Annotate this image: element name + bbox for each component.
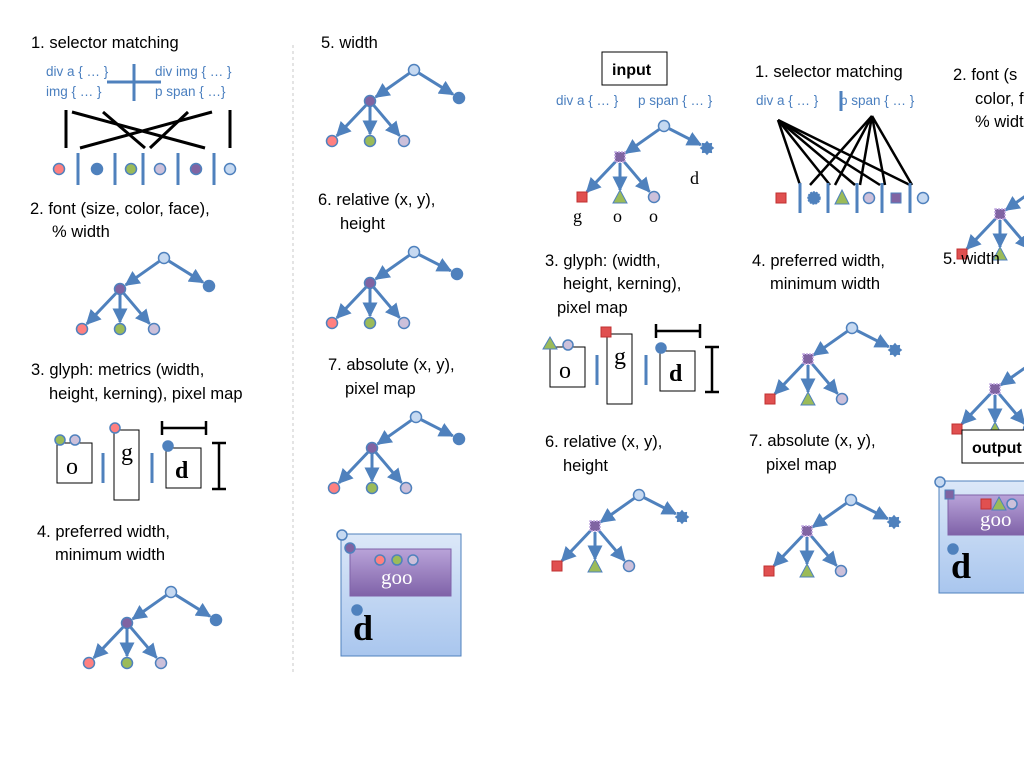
r-leaf-g: g xyxy=(573,206,582,226)
r-render-text: goo xyxy=(980,507,1012,531)
r-step2-label-2: color, f xyxy=(975,90,1024,108)
c1-glyph-o: o xyxy=(66,454,78,480)
r-step7-label-1: 7. absolute (x, y), xyxy=(749,432,876,450)
r-step4-label-2: minimum width xyxy=(770,275,880,293)
c2-render-d: d xyxy=(353,608,373,648)
c1-rule-4: p span { …} xyxy=(155,84,226,99)
c1-tree-2 xyxy=(75,251,216,336)
r-step2-label-1: 2. font (s xyxy=(953,66,1017,84)
c1-glyph-g: g xyxy=(121,440,133,466)
r-glyph-strip: o g d xyxy=(542,324,719,405)
c2-step7-label-2: pixel map xyxy=(345,380,416,398)
r-render-d: d xyxy=(951,546,971,586)
r-step6-label-1: 6. relative (x, y), xyxy=(545,433,662,451)
r-glyph-o: o xyxy=(559,358,571,384)
c1-glyph-d: d xyxy=(175,458,189,484)
r-glyph-g: g xyxy=(614,344,626,370)
c2-render-text: goo xyxy=(381,565,413,589)
c1-step3-label-2: height, kerning), pixel map xyxy=(49,385,243,403)
r-render-output: goo d xyxy=(934,476,1024,594)
c1-rule-2: div img { … } xyxy=(155,64,232,79)
r-leaf-o1: o xyxy=(613,206,622,226)
c1-step2-label-2: % width xyxy=(52,223,110,241)
r-input-tree xyxy=(576,119,715,204)
r-rule-2: p span { … } xyxy=(638,93,713,108)
output-label: output xyxy=(972,440,1022,457)
c1-glyph-strip: o g d xyxy=(54,421,226,501)
r-leaf-o2: o xyxy=(649,206,658,226)
c1-element-row xyxy=(52,153,237,185)
r-step4-label-1: 4. preferred width, xyxy=(752,252,885,270)
c2-step6-label-1: 6. relative (x, y), xyxy=(318,191,435,209)
r-step2-label-3: % widt xyxy=(975,113,1024,131)
c1-tree-4 xyxy=(82,585,223,670)
r-rule-b2: p span { … } xyxy=(840,93,915,108)
c1-rule-1: div a { … } xyxy=(46,64,109,79)
r-tree-7 xyxy=(763,493,902,578)
c2-step7-label-1: 7. absolute (x, y), xyxy=(328,356,455,374)
input-label: input xyxy=(612,62,652,79)
r-matching-lines xyxy=(776,115,914,187)
r-step6-label-2: height xyxy=(563,457,608,475)
c1-rule-3: img { … } xyxy=(46,84,102,99)
c1-step2-label-1: 2. font (size, color, face), xyxy=(30,200,210,218)
c1-matching-lines xyxy=(64,110,232,150)
r-leaf-d: d xyxy=(690,168,699,188)
r-step1-label: 1. selector matching xyxy=(755,63,903,81)
c2-render-output: goo d xyxy=(336,529,462,657)
c2-tree-6 xyxy=(325,245,464,330)
r-step7-label-2: pixel map xyxy=(766,456,837,474)
c2-tree-7 xyxy=(327,410,466,495)
r-rule-1: div a { … } xyxy=(556,93,619,108)
c2-tree-5 xyxy=(325,63,466,148)
input-box xyxy=(601,51,668,86)
c2-step5-label: 5. width xyxy=(321,34,378,52)
r-tree-2 xyxy=(956,195,1024,261)
r-element-row xyxy=(775,183,930,213)
r-step3-label-3: pixel map xyxy=(557,299,628,317)
r-tree-4 xyxy=(764,321,903,406)
c1-step1-label: 1. selector matching xyxy=(31,34,179,52)
r-tree-6 xyxy=(551,488,690,573)
c1-step3-label-1: 3. glyph: metrics (width, xyxy=(31,361,204,379)
output-box xyxy=(961,429,1024,464)
r-tree-5 xyxy=(951,366,1024,436)
r-step5-label: 5. width xyxy=(943,250,1000,268)
r-step3-label-2: height, kerning), xyxy=(563,275,681,293)
c1-step4-label-1: 4. preferred width, xyxy=(37,523,170,541)
c1-step4-label-2: minimum width xyxy=(55,546,165,564)
r-glyph-d: d xyxy=(669,361,683,387)
r-rule-b1: div a { … } xyxy=(756,93,819,108)
r-step3-label-1: 3. glyph: (width, xyxy=(545,252,661,270)
c2-step6-label-2: height xyxy=(340,215,385,233)
